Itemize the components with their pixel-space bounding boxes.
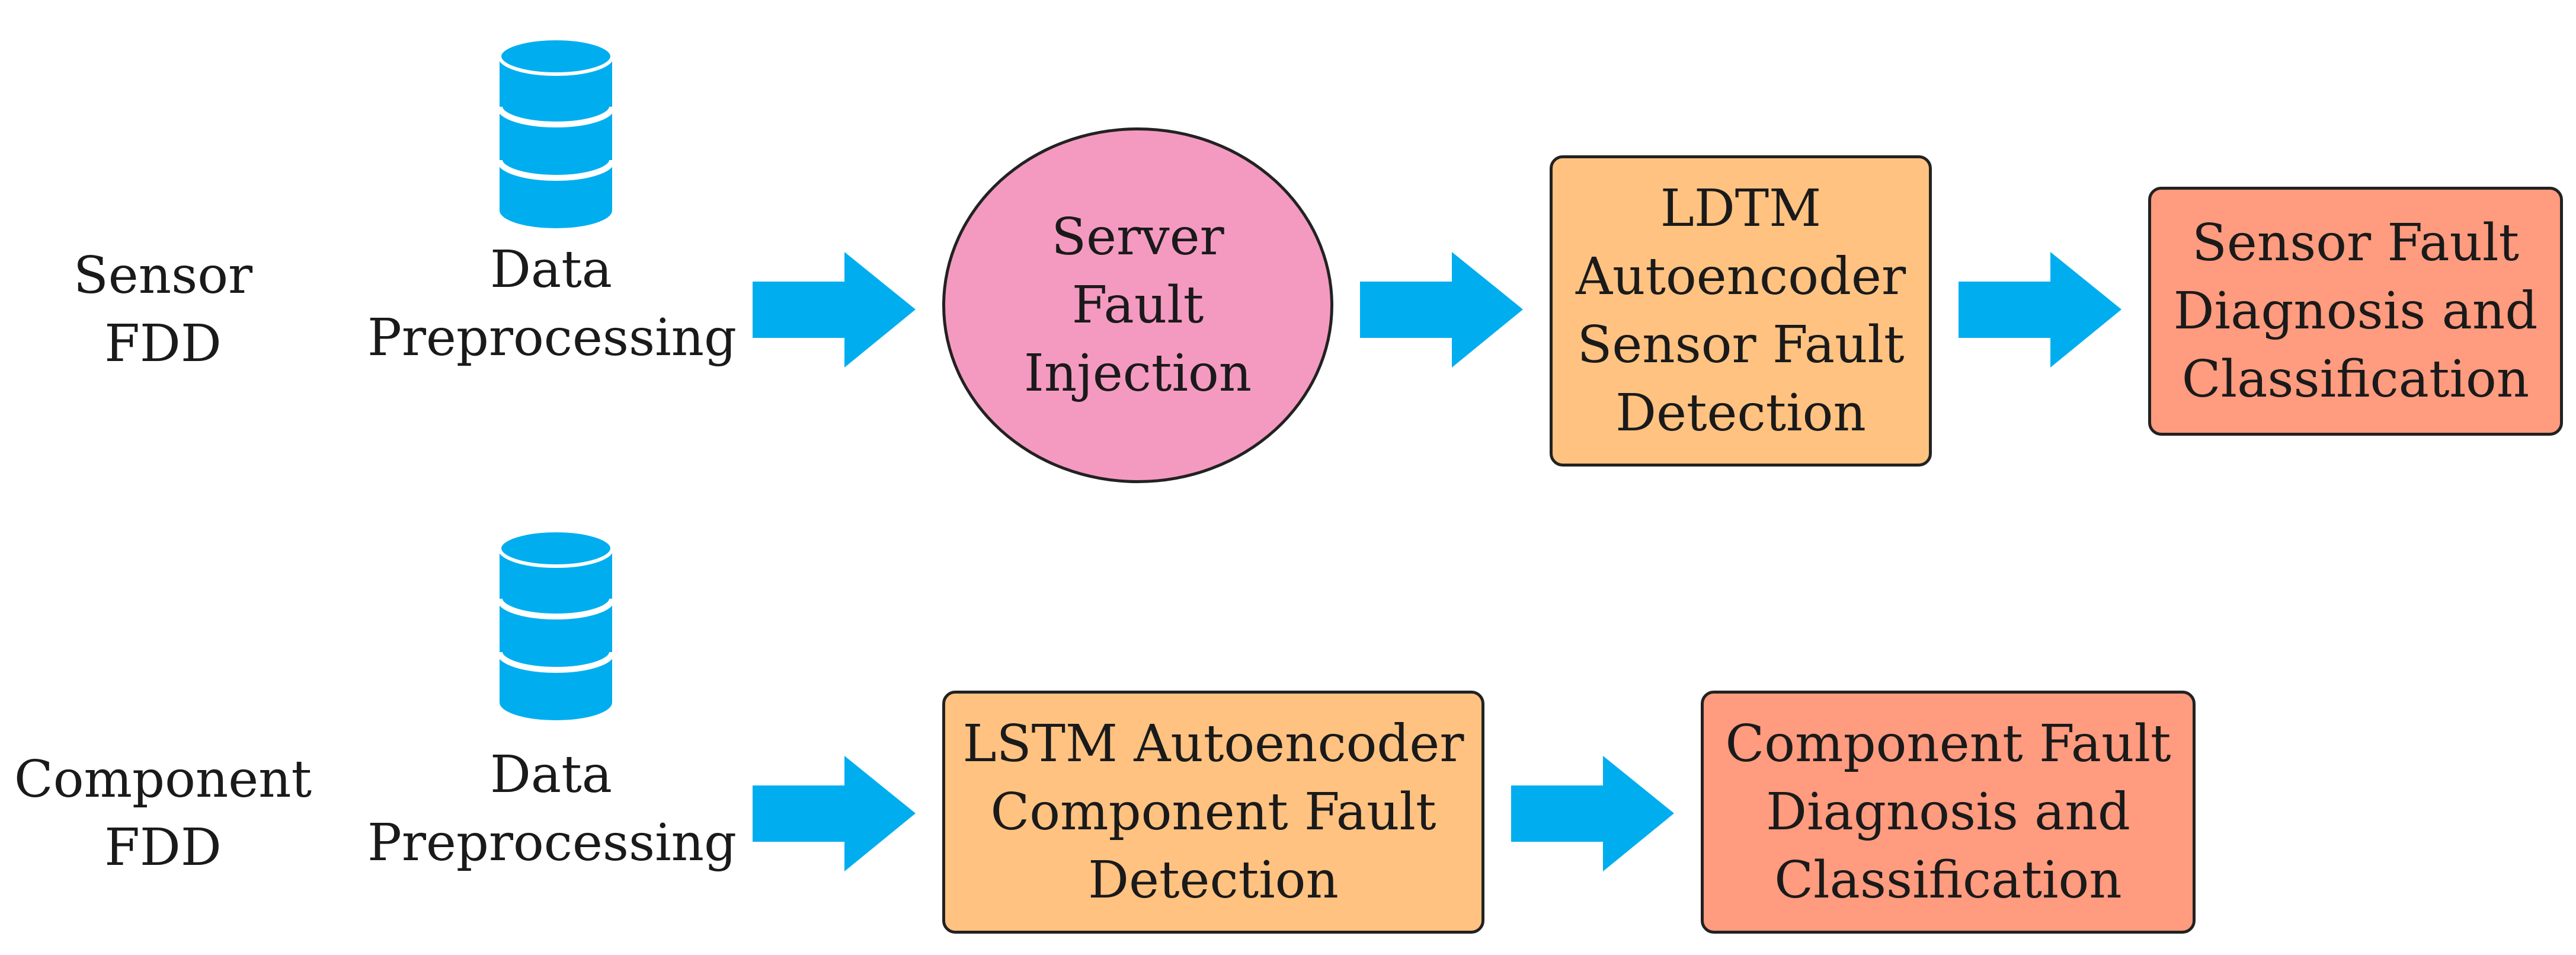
database-icon [497, 37, 615, 228]
data-preprocessing-label-sensor: Data Preprocessing [367, 240, 737, 368]
data-preprocessing-label-component: Data Preprocessing [367, 745, 737, 873]
right-arrow-icon [1959, 252, 2121, 368]
sensor-fault-diagnosis-box: Sensor Fault Diagnosis and Classificatio… [2148, 187, 2563, 436]
component-fault-diagnosis-box: Component Fault Diagnosis and Classifica… [1701, 691, 2196, 934]
lstm-component-fault-detection-box: LSTM Autoencoder Component Fault Detecti… [942, 691, 1484, 934]
right-arrow-icon [753, 252, 916, 368]
database-icon [497, 529, 615, 720]
row-label-component-fdd: Component FDD [14, 750, 312, 877]
ldtm-sensor-fault-detection-box: LDTM Autoencoder Sensor Fault Detection [1550, 155, 1932, 467]
row-label-sensor-fdd: Sensor FDD [73, 246, 253, 373]
right-arrow-icon [1360, 252, 1523, 368]
right-arrow-icon [753, 756, 916, 871]
right-arrow-icon [1511, 756, 1674, 871]
server-fault-injection-node: Server Fault Injection [942, 127, 1333, 483]
